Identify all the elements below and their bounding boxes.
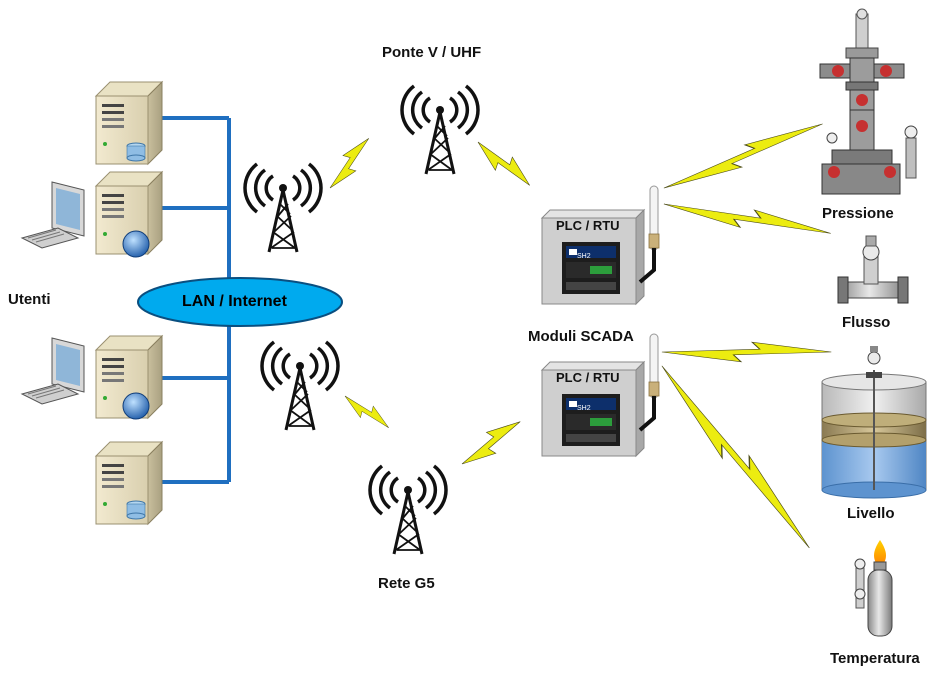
lightning-bolt-icon <box>470 133 537 194</box>
lightning-bolt-icon <box>661 193 834 244</box>
radio-tower-icon <box>400 84 480 176</box>
radio-tower-icon <box>243 162 323 254</box>
wellhead-icon <box>819 8 918 195</box>
database-icon <box>126 142 146 162</box>
lightning-bolt-icon <box>339 388 394 435</box>
lightning-bolt-icon <box>652 358 819 556</box>
database-icon <box>126 500 146 520</box>
globe-icon <box>122 230 150 258</box>
pressure-label: Pressione <box>822 205 894 222</box>
gas-cylinder-icon <box>854 540 893 637</box>
users-label: Utenti <box>8 291 51 308</box>
server-icon <box>95 171 163 258</box>
lan-internet-node <box>137 277 343 327</box>
lightning-bolt-icon <box>661 341 832 363</box>
workstation-icon <box>20 337 85 405</box>
server-icon <box>95 81 163 165</box>
globe-icon <box>122 392 150 420</box>
bridge-label: Ponte V / UHF <box>382 44 482 61</box>
network-label: Rete G5 <box>378 575 435 592</box>
radio-tower-icon <box>260 340 340 432</box>
scada-modules-label: Moduli SCADA <box>528 328 634 345</box>
plc-rtu-label-top: PLC / RTU <box>556 218 620 233</box>
lightning-bolt-icon <box>321 132 377 195</box>
tank-icon <box>821 346 927 499</box>
workstation-icon <box>20 181 85 249</box>
plc-screen-text: SH2 <box>577 405 591 412</box>
temperature-label: Temperatura <box>830 650 920 667</box>
level-label: Livello <box>847 505 895 522</box>
plc-screen-text: SH2 <box>577 253 591 260</box>
lightning-bolt-icon <box>659 114 827 198</box>
lan-internet-label: LAN / Internet <box>182 293 287 310</box>
flow-label: Flusso <box>842 314 891 331</box>
lightning-bolt-icon <box>455 412 528 474</box>
server-icon <box>95 441 163 525</box>
flow-meter-icon <box>837 235 909 304</box>
radio-tower-icon <box>368 464 448 556</box>
server-icon <box>95 335 163 420</box>
plc-rtu-label-bottom: PLC / RTU <box>556 370 620 385</box>
